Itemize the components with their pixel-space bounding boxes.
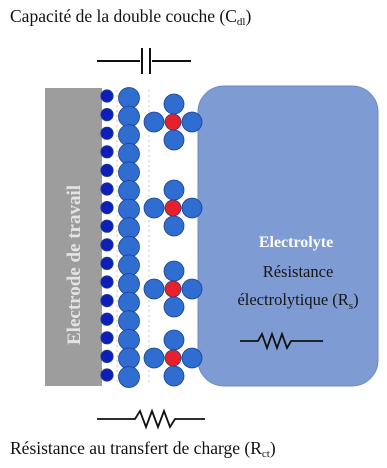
solvent-molecule bbox=[143, 278, 165, 300]
caption-subscript: ct bbox=[261, 448, 270, 460]
caption-text: Résistance au transfert de charge (R bbox=[10, 438, 262, 458]
solvent-molecule bbox=[118, 87, 140, 109]
caption-text: Capacité de la double couche (C bbox=[10, 6, 237, 26]
adsorbed-ion bbox=[100, 275, 114, 289]
solvent-molecule bbox=[118, 161, 140, 184]
solvent-molecule bbox=[118, 273, 140, 295]
electrolyte-region bbox=[197, 85, 379, 387]
solvent-molecule bbox=[118, 235, 140, 258]
electrolyte-resistance-text: électrolytique (R bbox=[237, 290, 348, 309]
electrode-label: Electrode de travail bbox=[64, 185, 85, 345]
resistor-icon bbox=[97, 408, 205, 430]
caption-end: ) bbox=[245, 6, 252, 26]
solvent-molecule bbox=[163, 129, 185, 151]
solvent-molecule bbox=[118, 328, 140, 351]
solvent-molecule bbox=[163, 296, 185, 318]
charge-transfer-resistance-caption: Résistance au transfert de charge (Rct) bbox=[10, 438, 276, 460]
electrolyte-title: Electrolyte bbox=[259, 234, 333, 251]
solvent-molecule bbox=[181, 197, 203, 219]
adsorbed-ion bbox=[100, 145, 114, 159]
ion-layer bbox=[100, 87, 203, 388]
adsorbed-ion bbox=[100, 126, 114, 140]
solvent-molecule bbox=[118, 105, 140, 128]
adsorbed-ion bbox=[100, 368, 114, 382]
solvent-molecule bbox=[181, 111, 203, 133]
electrolyte-resistance-line2: électrolytique (Rs) bbox=[237, 290, 358, 312]
adsorbed-ion bbox=[100, 349, 114, 363]
solvated-ion bbox=[164, 349, 182, 367]
solvent-molecule bbox=[143, 111, 165, 133]
solvent-molecule bbox=[143, 197, 165, 219]
caption-subscript: dl bbox=[236, 16, 246, 28]
electrolyte-resistance-subscript: s bbox=[349, 300, 353, 312]
solvent-molecule bbox=[118, 366, 140, 388]
electrolyte-resistance-end: ) bbox=[353, 290, 359, 309]
solvated-ion bbox=[164, 280, 182, 298]
solvent-molecule bbox=[181, 278, 203, 300]
solvent-molecule bbox=[163, 329, 185, 351]
caption-end: ) bbox=[269, 438, 276, 458]
solvated-ion bbox=[164, 199, 182, 217]
solvent-molecule bbox=[118, 310, 140, 333]
solvent-molecule bbox=[118, 180, 140, 202]
solvent-molecule bbox=[163, 365, 185, 387]
adsorbed-ion bbox=[100, 163, 114, 177]
adsorbed-ion bbox=[100, 256, 114, 270]
adsorbed-ion bbox=[100, 182, 114, 196]
solvent-molecule bbox=[118, 217, 140, 240]
solvent-molecule bbox=[118, 254, 140, 277]
solvent-molecule bbox=[118, 347, 140, 370]
adsorbed-ion bbox=[100, 331, 114, 345]
adsorbed-ion bbox=[100, 201, 114, 215]
solvent-molecule bbox=[118, 124, 140, 147]
adsorbed-ion bbox=[100, 108, 114, 122]
adsorbed-ion bbox=[100, 219, 114, 233]
adsorbed-ion bbox=[100, 89, 114, 103]
solvated-ion bbox=[164, 113, 182, 131]
solvent-molecule bbox=[143, 347, 165, 369]
capacitor-icon bbox=[97, 48, 191, 74]
adsorbed-ion bbox=[100, 293, 114, 308]
solvent-molecule bbox=[163, 215, 185, 237]
solvent-molecule bbox=[118, 198, 140, 221]
working-electrode bbox=[45, 88, 102, 386]
double-layer-capacitance-caption: Capacité de la double couche (Cdl) bbox=[10, 6, 251, 28]
solvent-molecule bbox=[163, 260, 185, 282]
solvent-molecule bbox=[181, 347, 203, 369]
solvent-molecule bbox=[163, 93, 185, 115]
resistor-icon bbox=[240, 331, 323, 351]
solvent-molecule bbox=[118, 291, 140, 314]
solvent-molecule bbox=[118, 142, 140, 165]
adsorbed-ion bbox=[100, 238, 114, 252]
solvent-molecule bbox=[163, 179, 185, 201]
electrolyte-resistance-line1: Résistance bbox=[263, 262, 334, 281]
adsorbed-ion bbox=[100, 312, 114, 326]
